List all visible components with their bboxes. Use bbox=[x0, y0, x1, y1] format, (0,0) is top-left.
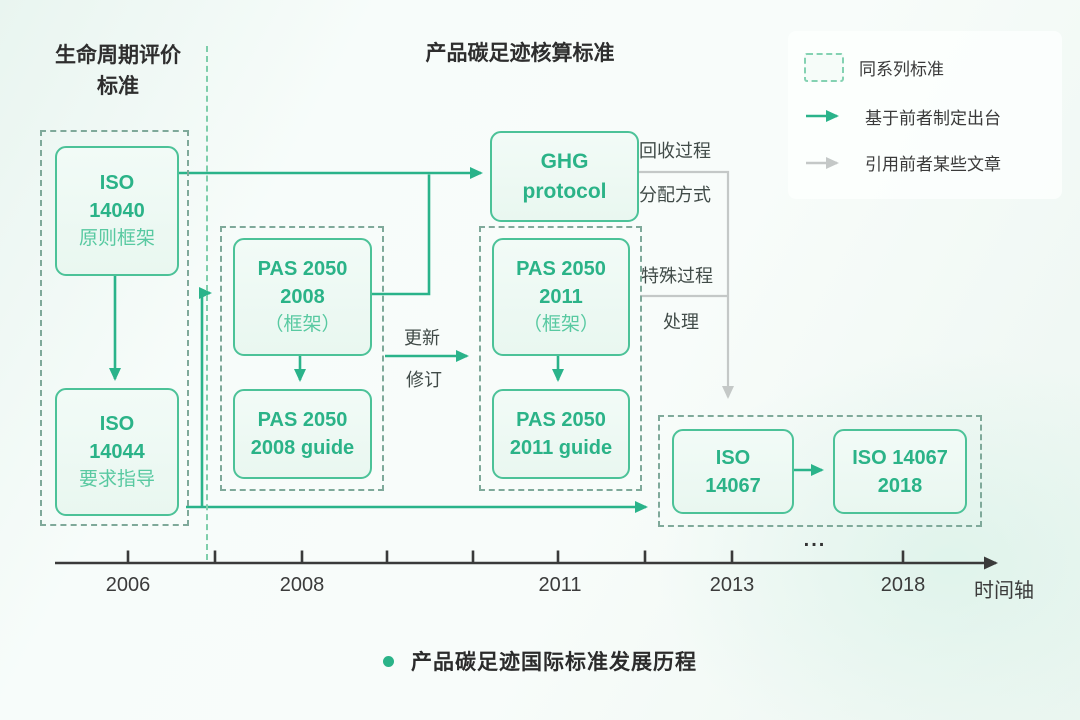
timeline-axis-label: 时间轴 bbox=[974, 580, 1034, 602]
node-text: PAS 2050 bbox=[516, 409, 606, 431]
node-text: 14044 bbox=[89, 441, 145, 463]
node-text: 2011 bbox=[539, 286, 583, 308]
legend-cite-label: 引用前者某些文章 bbox=[865, 155, 1001, 174]
container-iso-lca-series bbox=[40, 130, 189, 526]
node-subtext: （框架） bbox=[264, 314, 341, 335]
node-text: ISO bbox=[99, 413, 135, 435]
legend-panel: 同系列标准 基于前者制定出台 引用前者某些文章 bbox=[788, 31, 1062, 199]
node-text: PAS 2050 bbox=[257, 258, 348, 280]
edge-label-treatment: 处理 bbox=[663, 312, 699, 332]
node-pas2050-2011-guide: PAS 2050 2011 guide bbox=[492, 389, 630, 479]
node-pas2050-2011: PAS 2050 2011 （框架） bbox=[492, 238, 630, 356]
node-pas2050-2008: PAS 2050 2008 （框架） bbox=[233, 238, 372, 356]
legend-series-label: 同系列标准 bbox=[859, 60, 944, 79]
lca-section-title: 生命周期评价 标准 bbox=[28, 40, 208, 102]
node-text: 2018 bbox=[877, 474, 923, 497]
green-arrow-icon bbox=[806, 110, 839, 122]
legend-row-cite: 引用前者某些文章 bbox=[804, 150, 1052, 175]
gray-arrow-icon bbox=[806, 156, 839, 169]
timeline-year-2011: 2011 bbox=[538, 574, 582, 596]
timeline-ticks bbox=[126, 550, 905, 563]
edge-label-special: 特殊过程 bbox=[641, 266, 713, 286]
lca-title-line1: 生命周期评价 bbox=[55, 44, 181, 67]
timeline-year-2008: 2008 bbox=[279, 574, 325, 596]
section-divider-dashed-line bbox=[206, 46, 208, 560]
timeline-year-2013: 2013 bbox=[709, 574, 755, 596]
cfp-section-title: 产品碳足迹核算标准 bbox=[425, 42, 615, 65]
legend-based-on-label: 基于前者制定出台 bbox=[865, 108, 1001, 128]
node-text: PAS 2050 bbox=[516, 258, 606, 280]
node-iso-14067: ISO 14067 bbox=[672, 429, 794, 514]
node-text: protocol bbox=[522, 179, 607, 203]
dashed-box-icon bbox=[804, 53, 844, 82]
node-text: GHG bbox=[540, 149, 589, 173]
lca-title-line2: 标准 bbox=[97, 75, 139, 98]
node-pas2050-2008-guide: PAS 2050 2008 guide bbox=[233, 389, 372, 479]
edge-label-allocation: 分配方式 bbox=[639, 185, 711, 205]
legend-row-based-on: 基于前者制定出台 bbox=[804, 104, 1052, 129]
node-text: ISO bbox=[715, 446, 751, 469]
node-text: ISO 14067 bbox=[852, 446, 948, 469]
legend-row-series: 同系列标准 bbox=[804, 53, 1052, 82]
node-text: 2011 guide bbox=[509, 437, 613, 459]
edge-label-revise: 修订 bbox=[406, 370, 442, 390]
node-text: ISO bbox=[99, 172, 135, 194]
timeline-year-2018: 2018 bbox=[880, 574, 926, 596]
node-subtext: 要求指导 bbox=[78, 469, 155, 490]
node-ghg-protocol: GHG protocol bbox=[490, 131, 639, 222]
node-iso-14040: ISO 14040 原则框架 bbox=[55, 146, 179, 276]
node-subtext: 原则框架 bbox=[78, 228, 155, 249]
caption-text: 产品碳足迹国际标准发展历程 bbox=[411, 651, 697, 674]
bullet-dot-icon bbox=[383, 655, 394, 667]
node-iso-14044: ISO 14044 要求指导 bbox=[55, 388, 179, 516]
node-iso-14067-2018: ISO 14067 2018 bbox=[833, 429, 967, 514]
timeline-ellipsis: ... bbox=[803, 529, 827, 551]
container-iso14067-series bbox=[658, 415, 982, 527]
figure-caption: 产品碳足迹国际标准发展历程 bbox=[0, 646, 1080, 676]
container-pas2008-series bbox=[220, 226, 384, 491]
node-text: 2008 guide bbox=[250, 437, 355, 459]
edge-label-recycle: 回收过程 bbox=[639, 141, 711, 161]
edge-label-update: 更新 bbox=[404, 328, 440, 348]
container-pas2011-series bbox=[479, 226, 642, 491]
node-text: 14067 bbox=[705, 474, 761, 497]
node-subtext: （框架） bbox=[522, 314, 599, 335]
node-text: 14040 bbox=[89, 200, 145, 222]
node-text: 2008 bbox=[280, 286, 325, 308]
timeline-year-2006: 2006 bbox=[105, 574, 151, 596]
node-text: PAS 2050 bbox=[257, 409, 348, 431]
